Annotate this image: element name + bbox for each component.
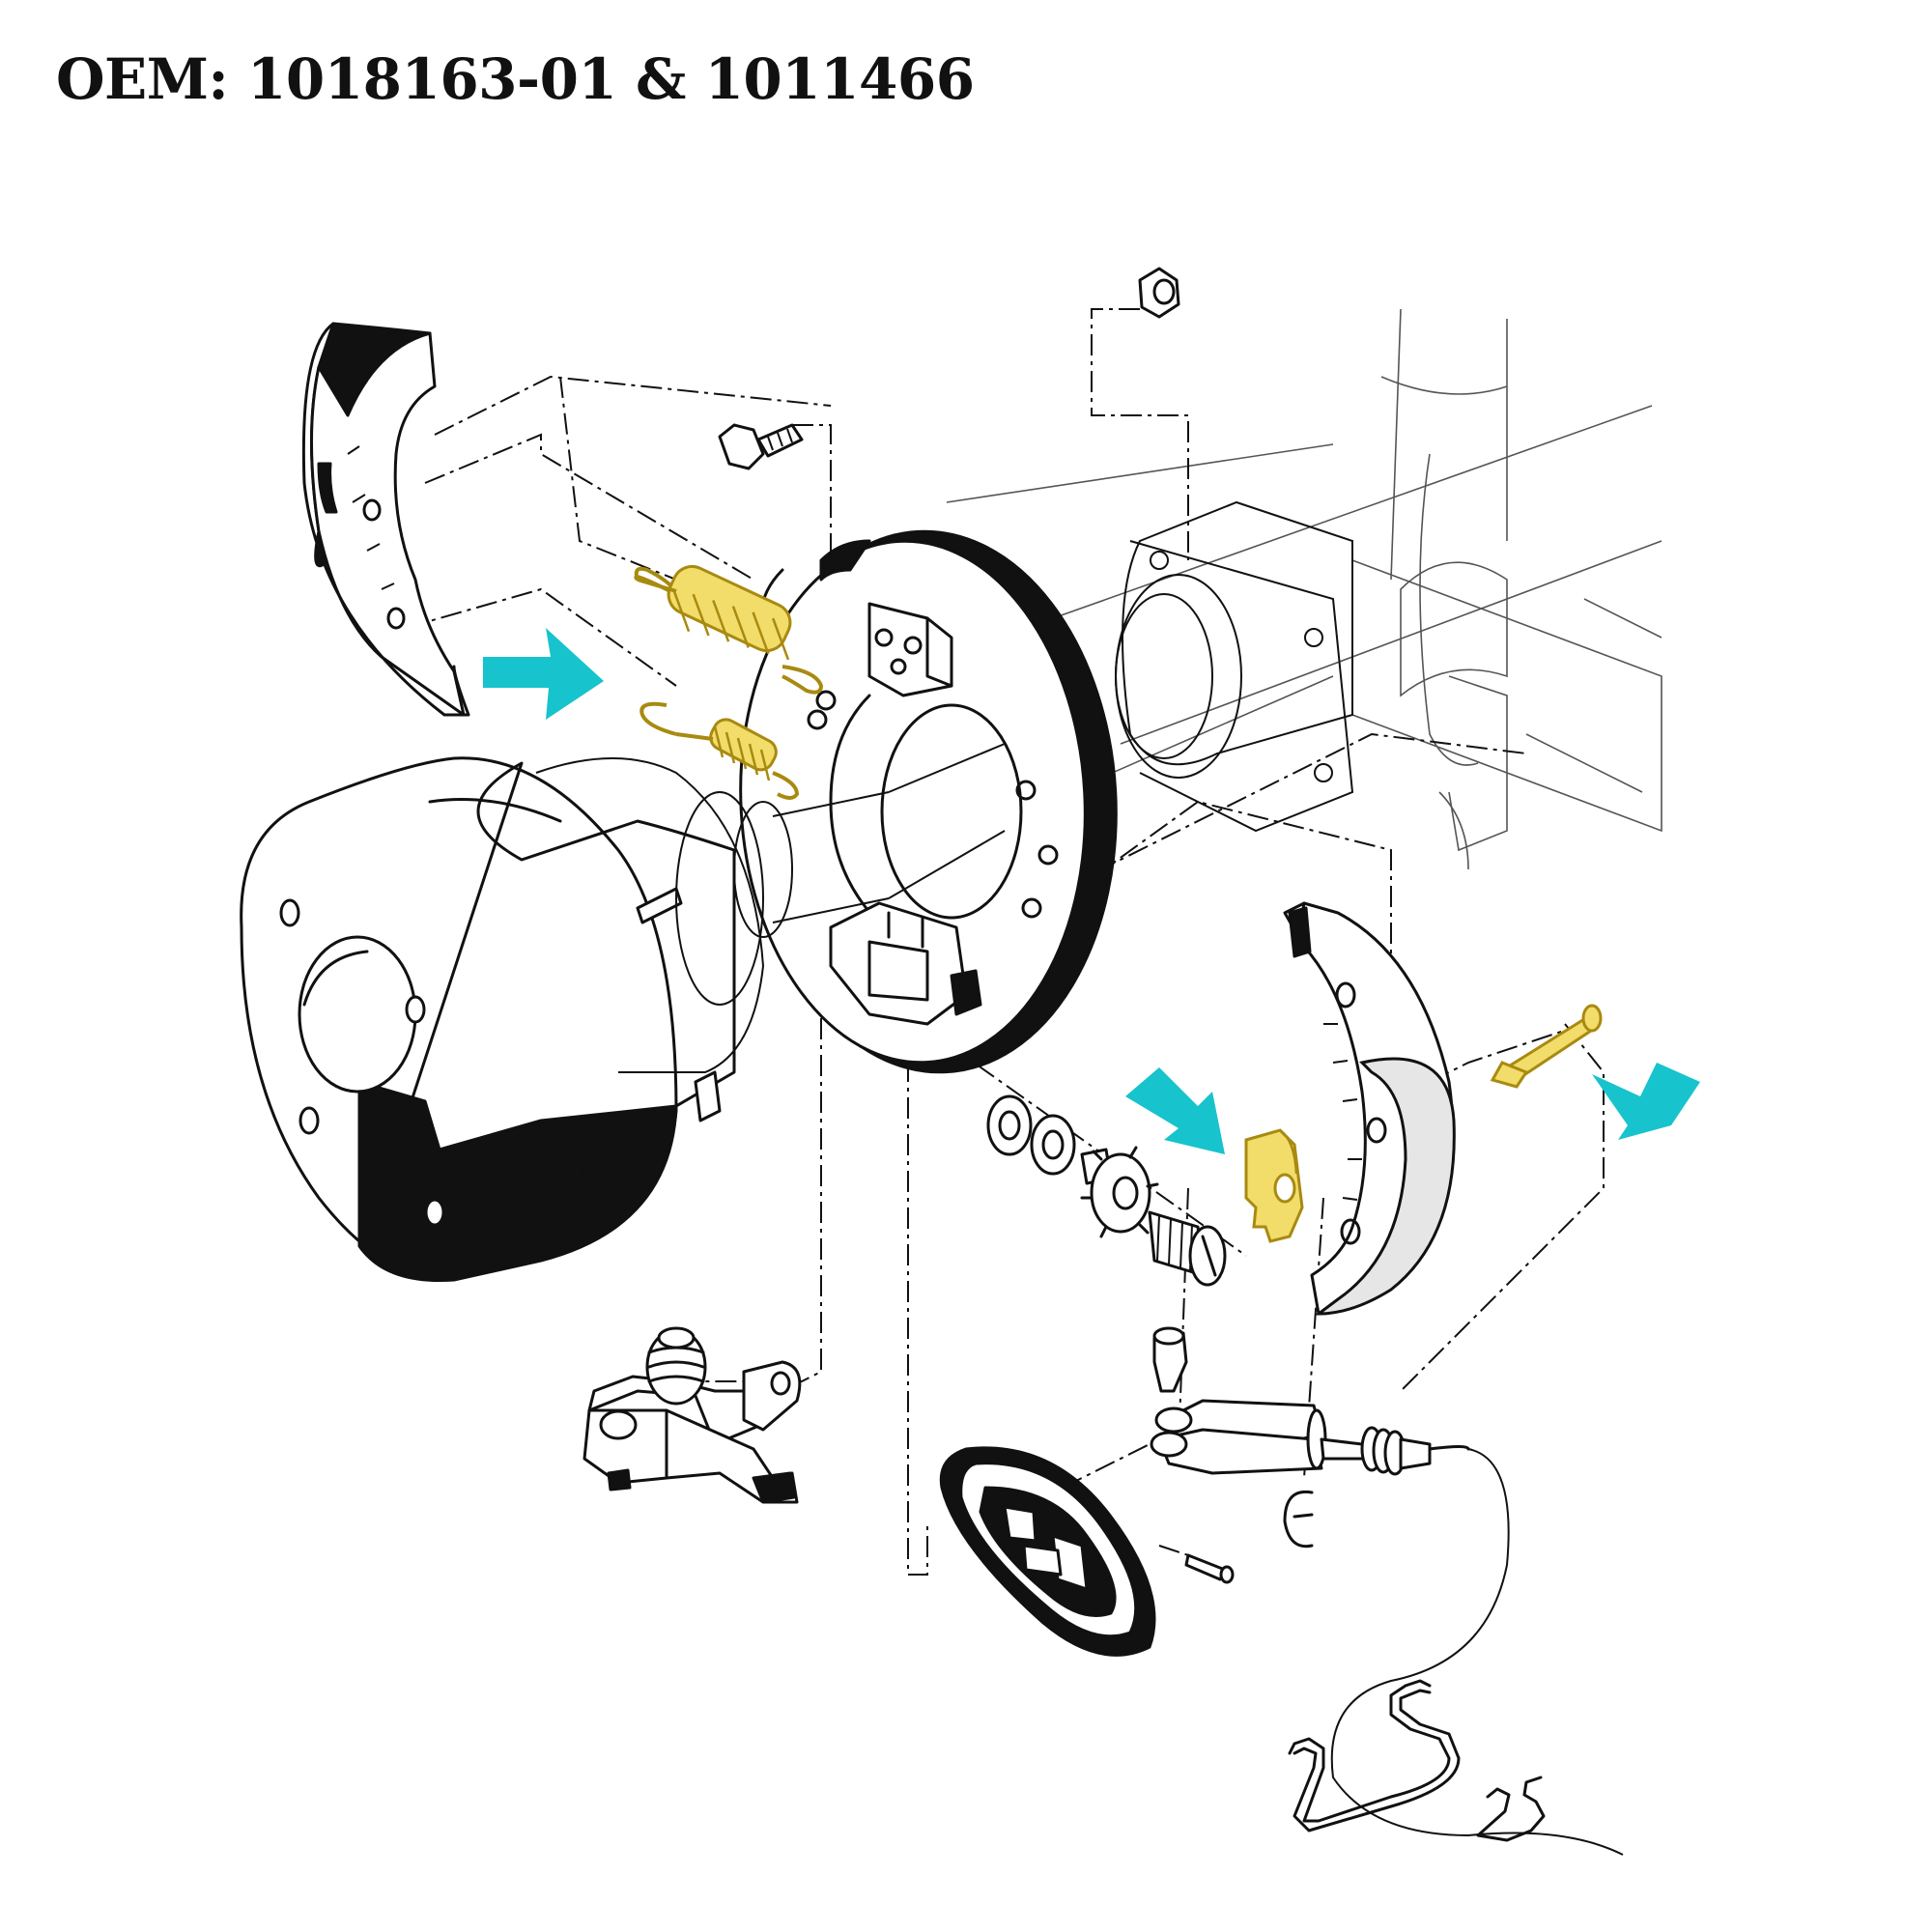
parking-brake-bracket	[829, 901, 982, 1026]
spring-upper-hook-left	[634, 566, 678, 596]
page-title: OEM: 1018163-01 & 1011466	[56, 46, 975, 112]
vehicle-frame	[1052, 308, 1662, 870]
callout-25-small	[1476, 1776, 1546, 1842]
adjuster-washer-2	[1030, 1114, 1076, 1176]
adjuster-washer-1	[986, 1094, 1033, 1156]
cable-clevis	[1150, 1399, 1327, 1475]
parking-brake-actuator	[582, 1326, 802, 1504]
callout-25-large	[1288, 1679, 1461, 1833]
brake-drum	[240, 756, 736, 1283]
pointer-arrow-adjuster-lever	[1125, 1067, 1225, 1154]
brake-cable	[1320, 1426, 1624, 1856]
hold-down-pin	[1490, 1004, 1603, 1089]
dust-cover-grommet	[939, 1446, 1156, 1657]
return-spring-upper	[634, 564, 824, 695]
axle-shaft	[535, 743, 1006, 1073]
e-clip	[1283, 1490, 1314, 1548]
adjuster-lever	[1244, 1128, 1304, 1243]
wheel-cylinder	[867, 602, 953, 697]
spring-upper-hook-right	[781, 665, 824, 695]
left-brake-shoe	[301, 322, 470, 717]
adjuster-screw	[1148, 1210, 1227, 1287]
wheel-studs	[636, 887, 722, 1122]
hex-nut	[1138, 267, 1180, 319]
pointer-arrow-pin	[1592, 1063, 1700, 1140]
right-brake-shoe	[1283, 901, 1456, 1316]
mount-bolt	[718, 423, 804, 470]
star-wheel-adjuster	[1080, 1146, 1159, 1238]
return-spring-lower	[639, 701, 800, 800]
cotter-pin	[1184, 1553, 1235, 1584]
clevis-pin	[1152, 1326, 1188, 1393]
pointer-arrow-springs	[483, 628, 604, 720]
